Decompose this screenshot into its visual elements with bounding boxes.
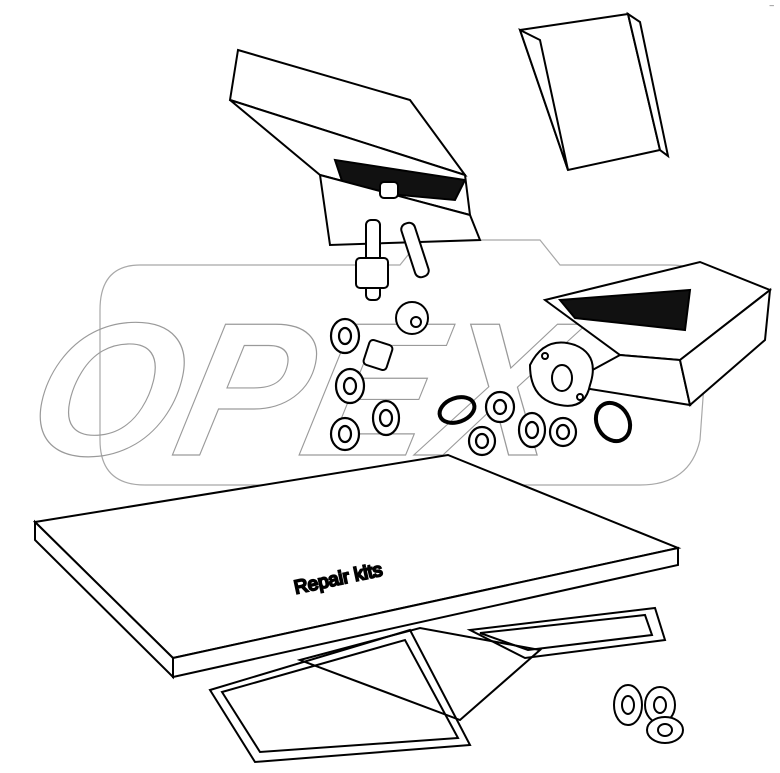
small-gear-hole	[410, 316, 422, 328]
corner-mark: –	[769, 1, 774, 10]
kit-board: Repair kits	[32, 453, 682, 680]
gear-shaft-teeth	[355, 257, 389, 289]
bearings	[613, 684, 684, 744]
cover-gaskets	[208, 606, 667, 764]
closed-box	[518, 11, 670, 172]
flange-gasket	[528, 341, 594, 407]
shafts-and-gears	[355, 219, 430, 372]
watermark: OPEX	[12, 239, 711, 526]
watermark-text: OPEX	[13, 283, 596, 496]
open-box-left	[228, 48, 482, 247]
bushing	[362, 338, 394, 372]
washers	[329, 317, 578, 457]
pin	[400, 221, 430, 279]
o-rings	[437, 395, 633, 444]
